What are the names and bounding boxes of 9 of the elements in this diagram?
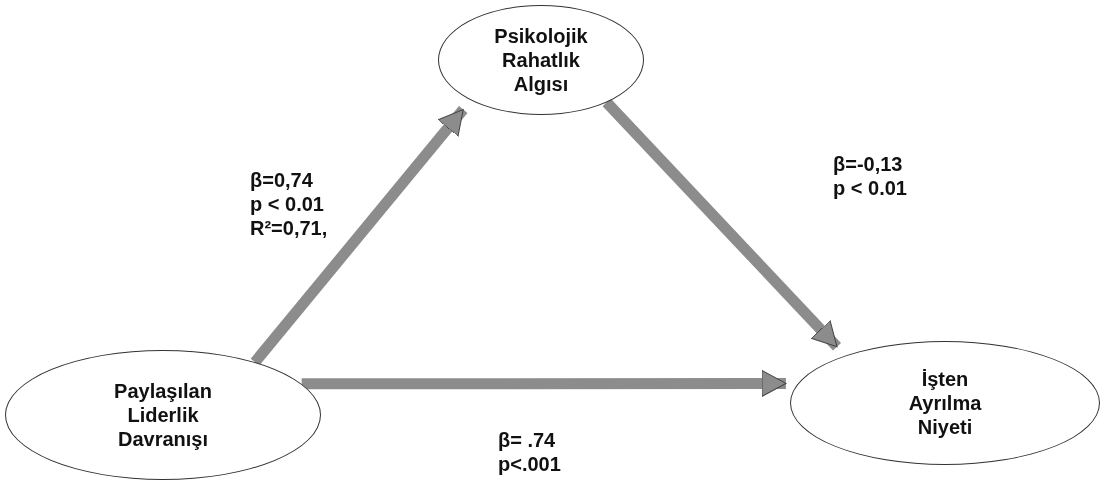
node-label: Paylaşılan Liderlik Davranışı [113,379,213,451]
edge-label: β= .74 p<.001 [498,428,562,476]
arrow [301,369,787,397]
node-label: Psikolojik Rahatlık Algısı [493,24,589,96]
edge-label: β=0,74 p < 0.01 R²=0,71, [250,168,329,240]
node-label: İşten Ayrılma Niyeti [907,367,983,439]
edge-label: β=-0,13 p < 0.01 [833,152,908,200]
arrow [250,106,468,366]
arrow [602,98,841,351]
